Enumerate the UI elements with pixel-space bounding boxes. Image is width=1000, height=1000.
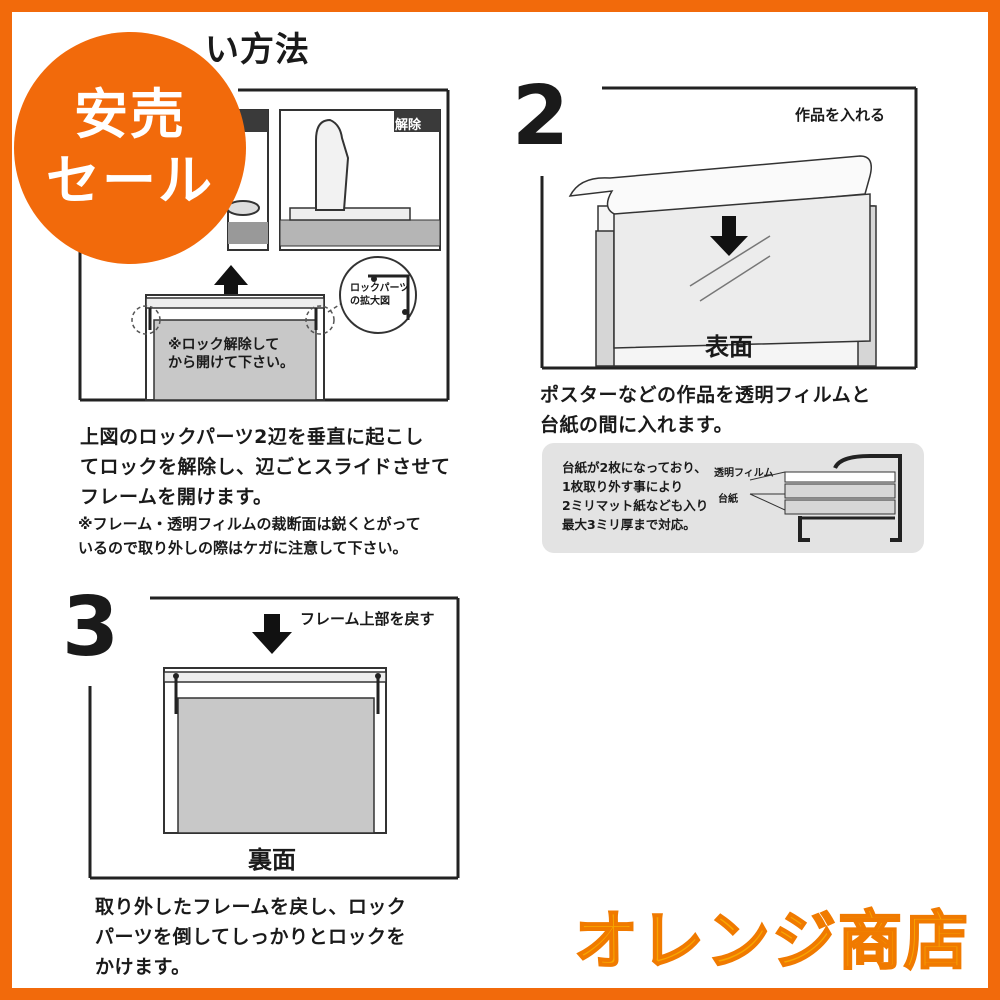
step3-illustration bbox=[88, 596, 460, 880]
step1-caution: ※フレーム・透明フィルムの裁断面は鋭くとがって いるので取り外しの際はケガに注意… bbox=[78, 515, 421, 557]
insert-label: 作品を入れる bbox=[795, 106, 886, 124]
board-label: 台紙 bbox=[718, 494, 738, 505]
unlock-note: ※ロック解除して から開けて下さい。 bbox=[168, 337, 294, 371]
step2-illustration bbox=[540, 86, 918, 370]
page-title: い方法 bbox=[205, 30, 310, 70]
step1-description: 上図のロックパーツ2辺を垂直に起こし てロックを解除し、辺ごとスライドさせて フ… bbox=[80, 426, 451, 508]
step3-face-label: 裏面 bbox=[248, 846, 296, 874]
step2-face-label: 表面 bbox=[705, 333, 753, 361]
layer-diagram bbox=[749, 454, 902, 542]
sale-badge-line1: 安売 bbox=[74, 83, 186, 146]
unlock-tag: 解除 bbox=[395, 118, 422, 133]
step2-number: 2 bbox=[512, 69, 570, 164]
film-label: 透明フィルム bbox=[714, 468, 774, 479]
sale-badge: 安売 セール bbox=[14, 32, 246, 264]
sale-badge-line2: セール bbox=[46, 149, 214, 212]
info-text: 台紙が2枚になっており、 1枚取り外す事により 2ミリマット紙なども入り 最大3… bbox=[562, 460, 709, 532]
step2-description: ポスターなどの作品を透明フィルムと 台紙の間に入れます。 bbox=[540, 384, 871, 436]
zoom-label: ロックパーツの拡大図 bbox=[350, 283, 410, 307]
shop-name: オレンジ商店 bbox=[573, 904, 970, 980]
step3-number: 3 bbox=[62, 580, 120, 675]
return-label: フレーム上部を戻す bbox=[300, 610, 435, 628]
step3-description: 取り外したフレームを戻し、ロック パーツを倒してしっかりとロックを かけます。 bbox=[95, 896, 407, 978]
